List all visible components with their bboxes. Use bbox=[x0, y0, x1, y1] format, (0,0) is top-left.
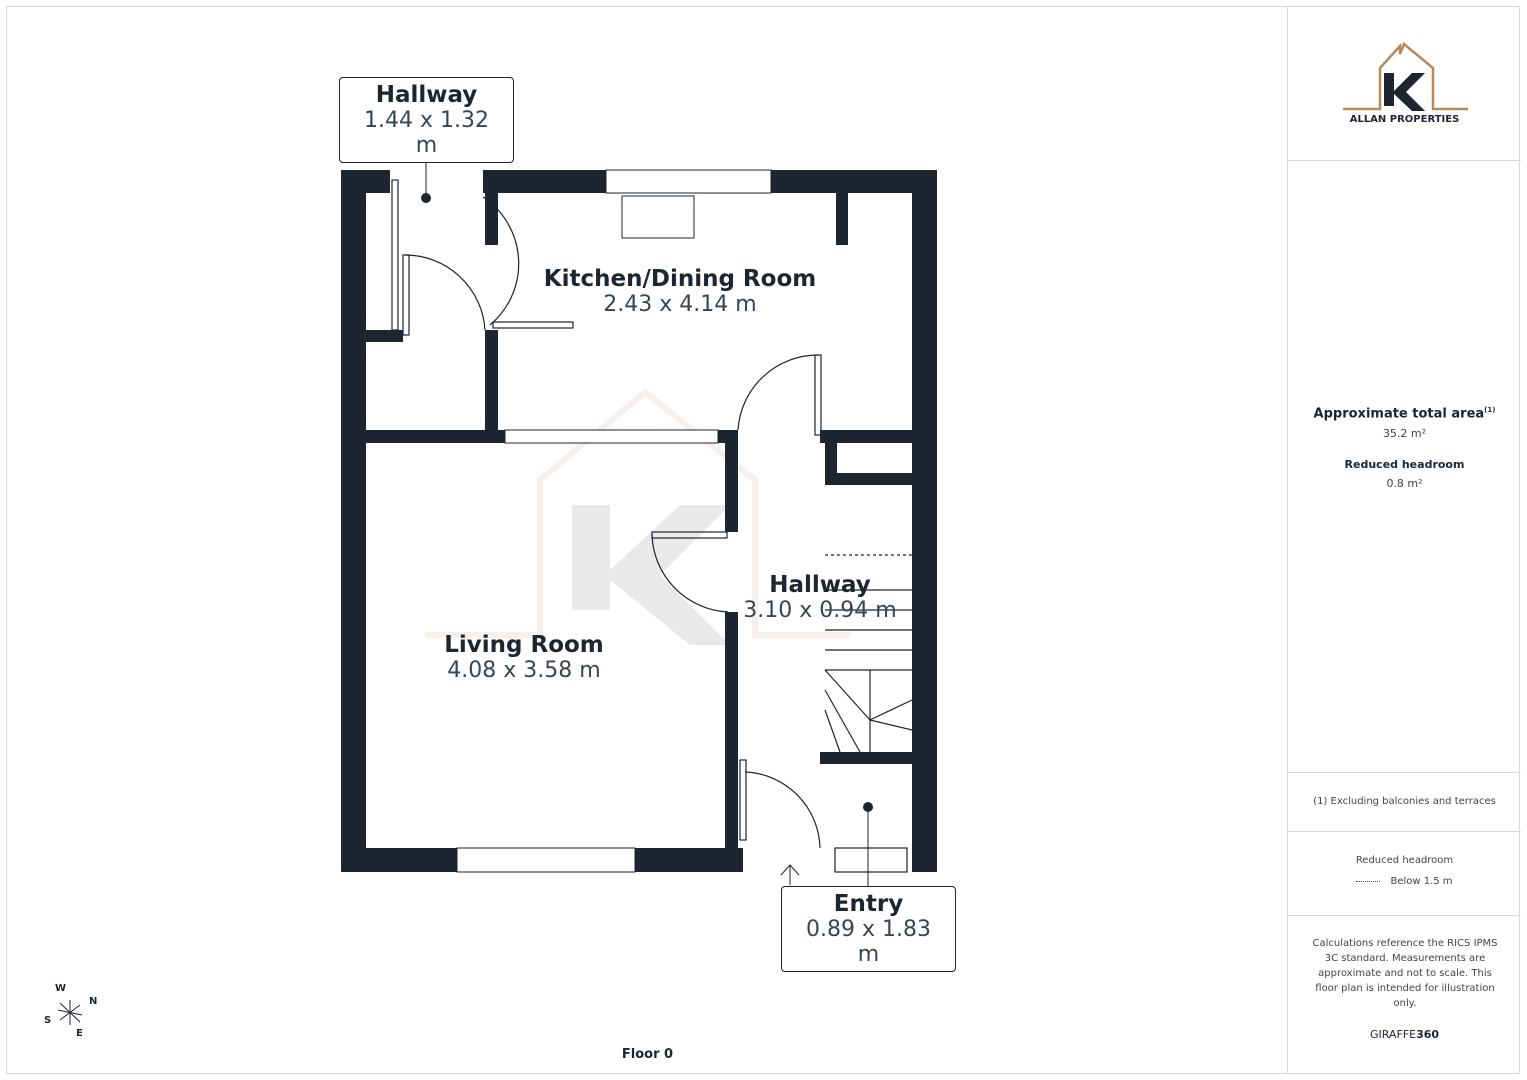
legend-item: Below 1.5 m bbox=[1390, 876, 1453, 887]
compass-e: E bbox=[76, 1028, 83, 1039]
area-section: Approximate total area(1) 35.2 m² Reduce… bbox=[1288, 160, 1521, 773]
legend-section: Reduced headroom Below 1.5 m bbox=[1288, 831, 1521, 916]
room-name: Hallway bbox=[769, 572, 871, 598]
entrance-arrow-icon bbox=[780, 864, 800, 885]
info-panel: ALLAN PROPERTIES Approximate total area(… bbox=[1287, 6, 1521, 1074]
room-label-entry: Entry 0.89 x 1.83 m bbox=[781, 886, 956, 972]
room-dims: 0.89 x 1.83 m bbox=[806, 917, 931, 967]
doors bbox=[391, 179, 913, 873]
room-name: Kitchen/Dining Room bbox=[543, 266, 817, 292]
room-dims: 1.44 x 1.32 m bbox=[364, 108, 489, 158]
total-area-value: 35.2 m² bbox=[1382, 427, 1427, 441]
dotted-line-icon bbox=[1356, 880, 1381, 882]
room-name: Hallway bbox=[375, 82, 478, 108]
page-frame bbox=[6, 6, 1520, 1074]
room-label-kitchen: Kitchen/Dining Room 2.43 x 4.14 m bbox=[540, 266, 820, 317]
credit-360: 360 bbox=[1416, 1028, 1440, 1041]
compass-n: N bbox=[89, 996, 98, 1007]
room-markers bbox=[421, 152, 873, 886]
brand-name: ALLAN PROPERTIES bbox=[1349, 114, 1460, 125]
room-dims: 3.10 x 0.94 m bbox=[743, 598, 897, 623]
floor-label: Floor 0 bbox=[621, 1047, 674, 1062]
room-label-hallway-1: Hallway 1.44 x 1.32 m bbox=[339, 77, 514, 163]
room-label-living: Living Room 4.08 x 3.58 m bbox=[424, 632, 624, 683]
reduced-headroom-label: Reduced headroom bbox=[1344, 458, 1465, 472]
logo-section: ALLAN PROPERTIES bbox=[1288, 6, 1521, 161]
room-name: Entry bbox=[833, 891, 904, 917]
compass-w: W bbox=[55, 983, 67, 994]
room-name: Living Room bbox=[444, 632, 604, 658]
room-dims: 4.08 x 3.58 m bbox=[447, 658, 601, 683]
room-label-hallway-2: Hallway 3.10 x 0.94 m bbox=[730, 572, 910, 623]
room-dims: 2.43 x 4.14 m bbox=[603, 292, 757, 317]
disclaimer: Calculations reference the RICS IPMS 3C … bbox=[1312, 938, 1498, 1009]
floor-plan bbox=[57, 152, 937, 1025]
allan-properties-logo bbox=[1343, 41, 1468, 111]
total-area-label: Approximate total area bbox=[1313, 406, 1485, 422]
footnote-ref: (1) bbox=[1484, 406, 1496, 414]
legend-title: Reduced headroom bbox=[1355, 855, 1454, 866]
credit-giraffe: GIRAFFE bbox=[1369, 1028, 1417, 1041]
compass-s: S bbox=[44, 1015, 52, 1026]
windows bbox=[456, 169, 772, 873]
watermark-logo bbox=[425, 388, 850, 645]
compass-icon bbox=[57, 1000, 83, 1025]
reduced-headroom-value: 0.8 m² bbox=[1386, 477, 1423, 491]
footnote: (1) Excluding balconies and terraces bbox=[1288, 772, 1521, 832]
